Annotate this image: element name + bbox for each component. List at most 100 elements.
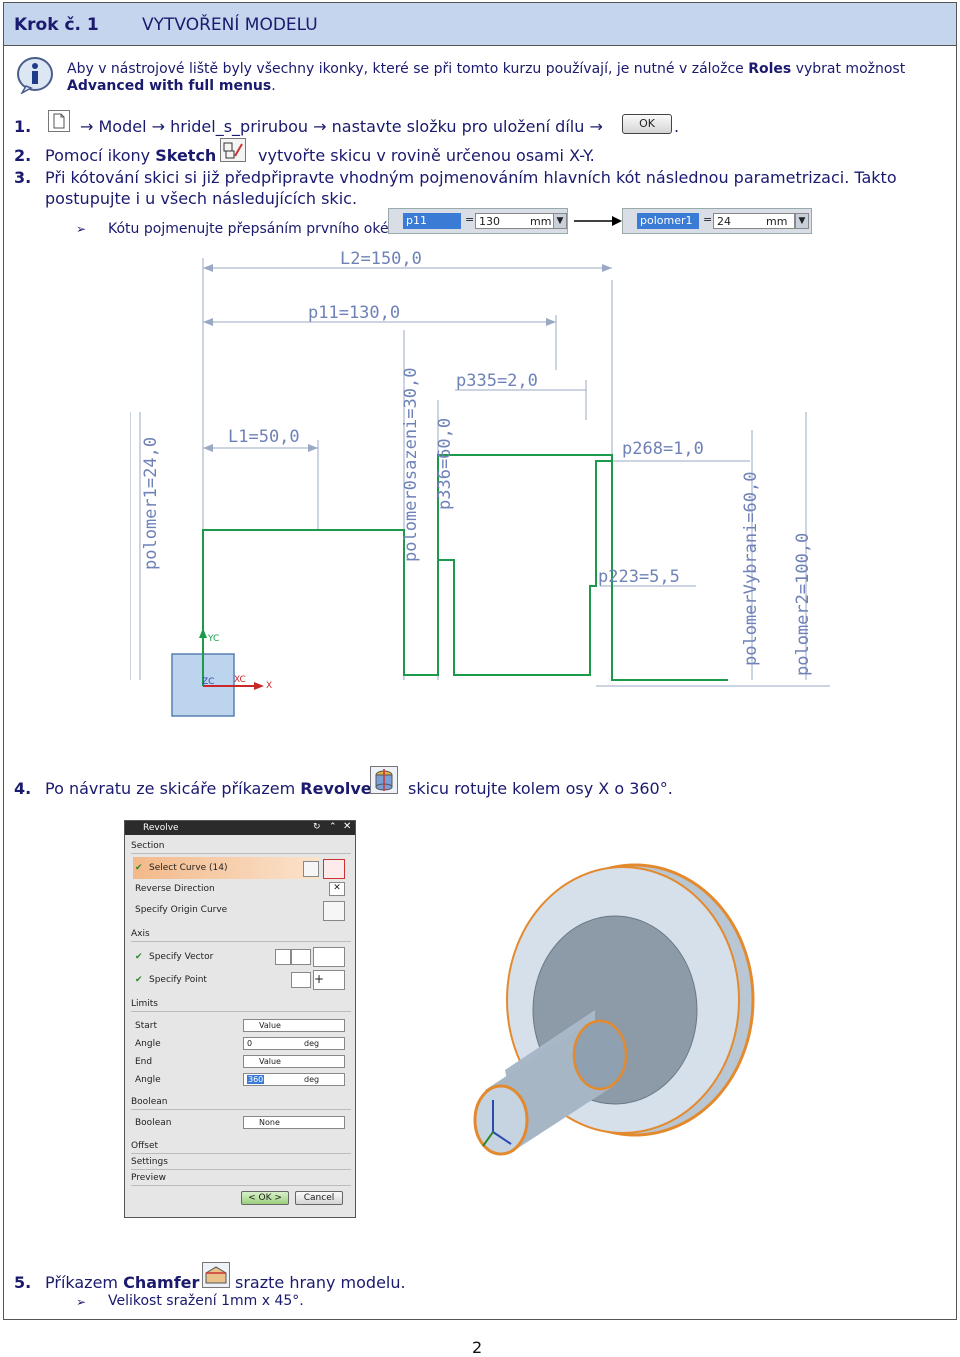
dim-label-L1: L1=50,0 [228,427,300,447]
check-icon: ✔ [135,863,143,873]
dim-label-polomer2: polomer2=100,0 [793,533,813,676]
end-select-value: Value [259,1057,281,1066]
reverse-direction-icon[interactable]: ✕ [329,882,345,896]
sketch-drawing: L2=150,0 p11=130,0 L1=50,0 p335=2,0 p268… [130,249,830,717]
new-file-icon [48,110,70,132]
origin-curve-icon[interactable] [323,901,345,921]
select-curve-row[interactable] [133,857,319,879]
offset-section-title: Offset [131,1141,159,1151]
info-roles: Roles [748,61,792,77]
info-line-1: Aby v nástrojové liště byly všechny ikon… [67,61,905,77]
axis-section-header[interactable]: Axis [131,927,351,942]
step4-number: 4. [14,779,32,798]
step2-number: 2. [14,146,32,165]
dim-label-p335: p335=2,0 [456,371,538,391]
step3-line2: postupujte i u všech následujících skic. [45,189,358,208]
close-icon[interactable]: ✕ [343,821,352,832]
settings-section-header[interactable]: Settings [131,1155,351,1170]
dropdown-icon-2: ▼ [795,213,809,229]
step5-text: Příkazem Chamfer [45,1273,199,1292]
dim-eq-2: = [703,213,713,226]
sketch-icon [220,138,246,162]
boolean-select-value: None [259,1118,280,1127]
preview-section-header[interactable]: Preview [131,1171,351,1186]
end-select[interactable]: Value [243,1055,345,1068]
dim-label-vybrani: polomerVybrani=60,0 [741,472,761,666]
boolean-section-header[interactable]: Boolean [131,1095,351,1110]
info-advanced: Advanced with full menus [67,78,272,94]
step4-revolve: Revolve [300,779,372,798]
curve-rule-icon[interactable] [303,861,319,877]
bullet-arrow-icon-2: ➢ [76,1295,87,1309]
page-number: 2 [472,1338,483,1357]
bullet1-text: Kótu pojmenujte přepsáním prvního okénka [108,221,414,237]
boolean-section-title: Boolean [131,1097,168,1107]
start-select[interactable]: Value [243,1019,345,1032]
axis-yc-label: YC [207,634,219,644]
step2-text: Pomocí ikony Sketch [45,146,216,165]
offset-section-header[interactable]: Offset [131,1139,351,1154]
ok-button-icon: OK [622,114,672,134]
dim-name-field-renamed: polomer1 [637,213,699,229]
step2-sketch: Sketch [155,146,217,165]
collapse-icon[interactable]: ⌃ [329,822,337,832]
limits-section-title: Limits [131,999,158,1009]
specify-point-label: Specify Point [149,975,207,985]
select-curve-icon[interactable] [323,859,345,879]
axis-zc-label: ZC [202,677,214,687]
info-line-2: Advanced with full menus. [67,78,276,94]
step1-text: → Model → hridel_s_prirubou → nastavte s… [80,117,603,136]
step3-number: 3. [14,168,32,187]
step5-number: 5. [14,1273,32,1292]
step1-number: 1. [14,117,32,136]
dim-label-polomer0: polomer0sazeni=30,0 [401,368,421,562]
step4-text-a: Po návratu ze skicáře příkazem [45,779,301,798]
end-label: End [135,1057,153,1067]
boolean-label: Boolean [135,1118,172,1128]
preview-section-title: Preview [131,1173,167,1183]
dim-value-field-2: 24 mm [713,213,795,229]
bullet2-text: Velikost sražení 1mm x 45°. [108,1293,304,1309]
start-angle-label: Angle [135,1039,161,1049]
specify-vector-label: Specify Vector [149,952,214,962]
page-header: Krok č. 1 VYTVOŘENÍ MODELU [3,2,957,46]
step1-end: . [674,117,680,136]
info-icon [16,56,54,95]
vector-dialog-icon[interactable] [291,949,311,965]
info-text-a: Aby v nástrojové liště byly všechny ikon… [67,61,749,77]
dimension-bar-after: polomer1 = 24 mm ▼ [622,208,812,234]
dim-label-p336: p336=60,0 [435,418,455,510]
reset-icon[interactable]: ↻ [313,822,321,832]
start-label: Start [135,1021,157,1031]
revolve-dialog: Revolve ↻ ⌃ ✕ Section ✔ Select Curve (14… [124,820,356,1218]
ok-button[interactable]: < OK > [241,1191,289,1205]
settings-section-title: Settings [131,1157,168,1167]
dim-unit-2: mm [766,215,788,228]
point-dialog-icon[interactable] [291,972,311,988]
start-angle-value: 0 [247,1039,253,1048]
cancel-button[interactable]: Cancel [295,1191,343,1205]
dim-label-p223: p223=5,5 [598,567,680,587]
vector-type-dropdown[interactable] [313,947,345,967]
info-dot: . [271,78,276,94]
section-title: Section [131,841,165,851]
start-select-value: Value [259,1021,281,1030]
limits-section-header[interactable]: Limits [131,997,351,1012]
end-angle-label: Angle [135,1075,161,1085]
vector-reverse-icon[interactable] [275,949,291,965]
axis-section-title: Axis [131,929,150,939]
step5-rest: srazte hrany modelu. [235,1273,406,1292]
page-title: VYTVOŘENÍ MODELU [142,15,318,35]
boolean-select[interactable]: None [243,1116,345,1129]
check-icon-point: ✔ [135,975,143,985]
axis-xc-label: XC [234,675,246,685]
step2-text-a: Pomocí ikony [45,146,156,165]
dim-value-2: 24 [717,215,731,228]
step5-text-a: Příkazem [45,1273,124,1292]
step4-rest: skicu rotujte kolem osy X o 360°. [408,779,673,798]
point-type-dropdown[interactable]: + [313,970,345,990]
section-header[interactable]: Section [131,839,351,854]
